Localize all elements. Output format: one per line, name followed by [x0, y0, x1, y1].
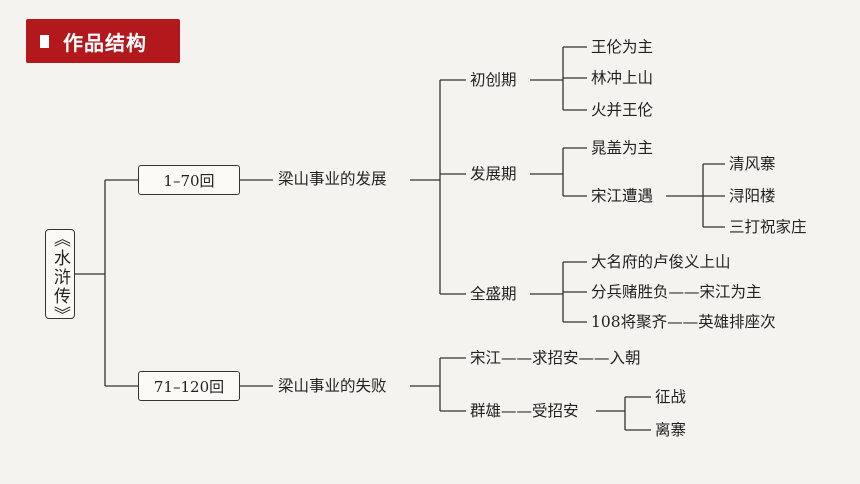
part2-subitem-1: 征战: [655, 388, 687, 406]
stage1-label: 初创期: [470, 71, 517, 89]
stage2-item-1: 晁盖为主: [591, 139, 654, 157]
stage2-label: 发展期: [470, 165, 517, 183]
part2-item-1: 宋江——求招安——入朝: [470, 349, 641, 367]
stage1-item-1: 王伦为主: [591, 38, 654, 56]
part2-label: 梁山事业的失败: [278, 377, 387, 395]
stage2-item-2: 宋江遭遇: [591, 187, 654, 205]
part2-range-box: 71–120回: [138, 371, 240, 401]
header-bullet-icon: [40, 34, 49, 48]
root-node: 《水浒传》: [45, 229, 75, 325]
stage3-label: 全盛期: [470, 285, 517, 303]
section-header: 作品结构: [26, 19, 180, 63]
stage2-subitem-1: 清风寨: [729, 155, 776, 173]
stage2-subitem-2: 浔阳楼: [729, 187, 776, 205]
stage3-item-2: 分兵赌胜负——宋江为主: [591, 283, 762, 301]
stage2-subitem-3: 三打祝家庄: [729, 218, 807, 236]
stage1-item-2: 林冲上山: [591, 69, 654, 87]
part1-label: 梁山事业的发展: [278, 170, 387, 188]
part2-subitem-2: 离寨: [655, 421, 687, 439]
header-title: 作品结构: [63, 30, 147, 55]
stage1-item-3: 火并王伦: [591, 101, 654, 119]
stage3-item-1: 大名府的卢俊义上山: [591, 253, 731, 271]
part2-item-2: 群雄——受招安: [470, 402, 579, 420]
stage3-item-3: 108将聚齐——英雄排座次: [591, 313, 776, 331]
part1-range-box: 1–70回: [138, 165, 240, 195]
